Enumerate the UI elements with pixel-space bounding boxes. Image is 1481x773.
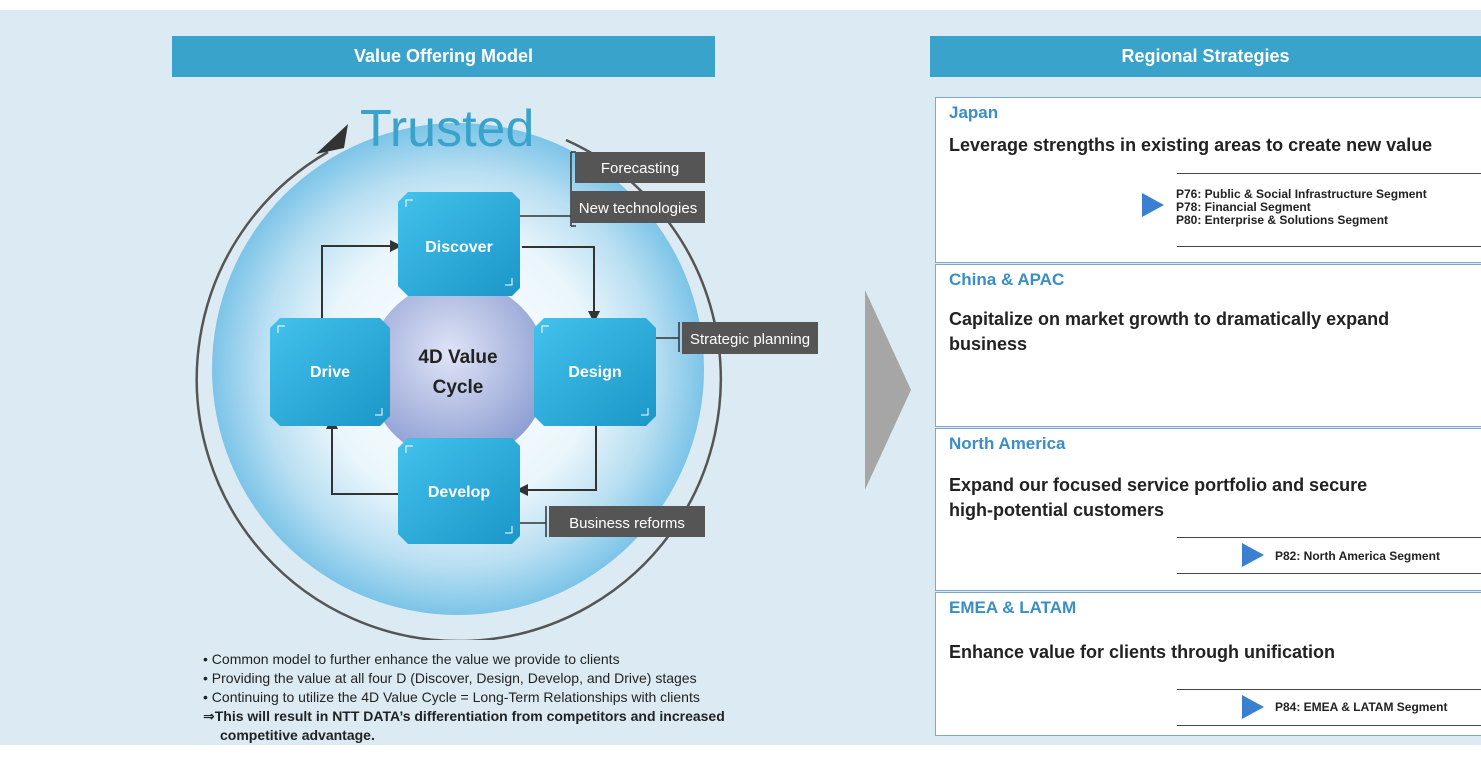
region-china-strategy-line2: business	[949, 334, 1028, 354]
center-label-line2: Cycle	[433, 377, 484, 398]
bullet-list: • Common model to further enhance the va…	[203, 650, 725, 745]
business-reforms-label: Business reforms	[569, 515, 685, 532]
ref-emea-1: P84: EMEA & LATAM Segment	[1275, 700, 1448, 714]
ref-japan-1: P76: Public & Social Infrastructure Segm…	[1176, 187, 1427, 201]
region-na-strategy-line1: Expand our focused service portfolio and…	[949, 475, 1368, 495]
center-label-line1: 4D Value	[418, 347, 497, 368]
stage-design-label: Design	[568, 364, 621, 381]
business-reforms-box	[549, 506, 705, 537]
new-technologies-label: New technologies	[579, 200, 697, 217]
ref-line	[1177, 537, 1481, 538]
top-strip	[0, 0, 1481, 10]
strategic-planning-label: Strategic planning	[690, 331, 810, 348]
stage-discover-label: Discover	[425, 239, 493, 256]
ref-line	[1177, 173, 1481, 174]
arrow-develop-drive	[326, 417, 398, 495]
region-emea-name: EMEA & LATAM	[949, 598, 1077, 617]
forecasting-label: Forecasting	[601, 160, 679, 177]
stage-develop: Develop	[398, 438, 520, 544]
trusted-label: Trusted	[360, 100, 534, 158]
ref-line	[1177, 246, 1481, 247]
region-na-name: North America	[949, 434, 1066, 453]
bullet-item: • Providing the value at all four D (Dis…	[203, 670, 697, 686]
stage-drive: Drive	[270, 318, 390, 426]
transition-arrow	[865, 290, 911, 490]
value-offering-model-header: Value Offering Model	[172, 36, 715, 77]
stage-design: Design	[534, 318, 656, 426]
stage-develop-label: Develop	[428, 484, 490, 501]
region-north-america: North America Expand our focused service…	[935, 428, 1481, 591]
bullet-item: • Common model to further enhance the va…	[203, 651, 620, 667]
arrow-discover-design	[522, 246, 600, 323]
ref-arrow-icon	[1242, 695, 1264, 719]
bullet-item: • Continuing to utilize the 4D Value Cyc…	[203, 689, 700, 705]
ref-arrow-icon	[1242, 543, 1264, 567]
arrow-design-develop	[516, 426, 597, 496]
new-technologies-box	[571, 191, 705, 223]
forecasting-box	[575, 152, 705, 183]
ref-line	[1177, 725, 1481, 726]
region-emea-latam: EMEA & LATAM Enhance value for clients t…	[935, 592, 1481, 736]
ref-line	[1177, 573, 1481, 574]
cycle-outer-arrowhead	[316, 124, 348, 154]
value-cycle-diagram: Trusted 4D Value Cycle Discover Design D…	[195, 100, 818, 640]
core-circle	[368, 281, 548, 461]
conclusion: ⇒This will result in NTT DATA’s differen…	[203, 707, 725, 745]
strategic-planning-box	[682, 322, 818, 354]
ref-arrow-icon	[1142, 193, 1164, 217]
ref-line	[1177, 689, 1481, 690]
region-china-apac: China & APAC Capitalize on market growth…	[935, 264, 1481, 427]
ref-japan-2: P78: Financial Segment	[1176, 200, 1311, 214]
arrow-drive-discover	[321, 240, 402, 318]
region-na-strategy-line2: high-potential customers	[949, 500, 1165, 520]
stage-drive-label: Drive	[310, 364, 350, 381]
conclusion-line1: ⇒This will result in NTT DATA’s differen…	[203, 708, 725, 724]
ref-japan-3: P80: Enterprise & Solutions Segment	[1176, 213, 1389, 227]
region-china-strategy-line1: Capitalize on market growth to dramatica…	[949, 309, 1390, 329]
region-emea-strategy: Enhance value for clients through unific…	[949, 642, 1336, 662]
region-japan-strategy: Leverage strengths in existing areas to …	[949, 135, 1433, 155]
regional-strategies-header: Regional Strategies	[930, 36, 1481, 77]
conclusion-line2: competitive advantage.	[220, 727, 375, 743]
stage-discover: Discover	[398, 192, 520, 296]
cycle-outer-arc	[195, 138, 722, 640]
region-japan-name: Japan	[949, 103, 999, 122]
region-china-name: China & APAC	[949, 270, 1065, 289]
region-japan: Japan Leverage strengths in existing are…	[935, 97, 1481, 263]
ref-na-1: P82: North America Segment	[1275, 549, 1440, 563]
